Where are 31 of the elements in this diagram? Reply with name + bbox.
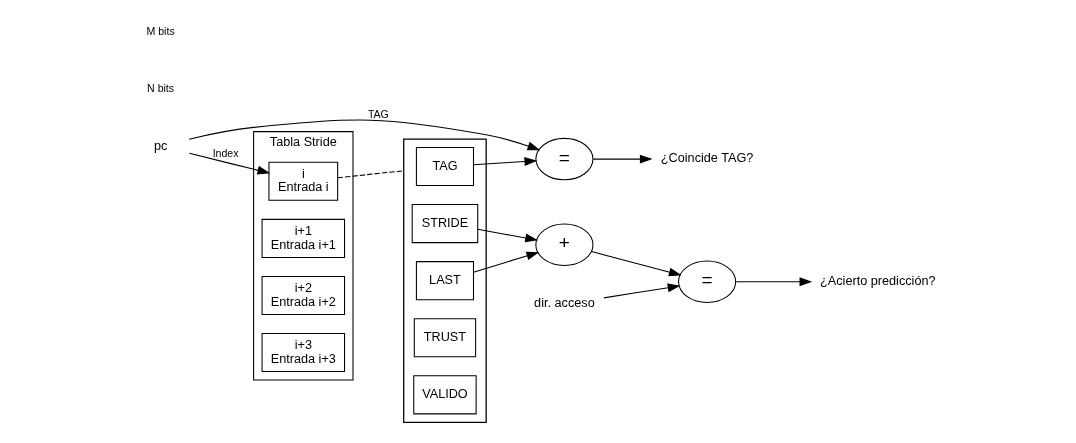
node-ellipse: + [534,223,593,266]
node-box: STRIDE [411,203,478,243]
node-ellipse: = [677,260,736,303]
arrow [472,156,537,166]
node-box: LAST [415,260,474,300]
edge-label: TAG [367,107,389,120]
node-box: TAG [415,146,474,186]
node-box: VALIDO [412,374,477,414]
cluster [402,137,487,423]
node-text: ¿Coincide TAG? [660,150,753,165]
arrow [734,276,812,286]
connector [336,169,404,178]
arrow [592,154,653,164]
node-box: TRUST [413,317,476,357]
arrow [188,152,270,175]
node-box: i+2 Entrada i+2 [261,275,345,315]
edge-label: Index [212,146,239,159]
arrow [188,119,540,150]
arrow [476,228,538,242]
node-box: i+3 Entrada i+3 [261,332,345,372]
node-text: pc [153,138,167,153]
node-ellipse: = [534,137,593,180]
arrow [602,282,680,298]
label: M bits [146,24,175,37]
node-text: dir. acceso [533,295,595,310]
arrow [472,251,539,273]
node-box: i Entrada i [267,161,338,201]
node-text: ¿Acierto predicción? [819,273,936,288]
node-box: i+1 Entrada i+1 [261,218,345,258]
arrow [590,250,682,276]
label: N bits [146,81,174,94]
